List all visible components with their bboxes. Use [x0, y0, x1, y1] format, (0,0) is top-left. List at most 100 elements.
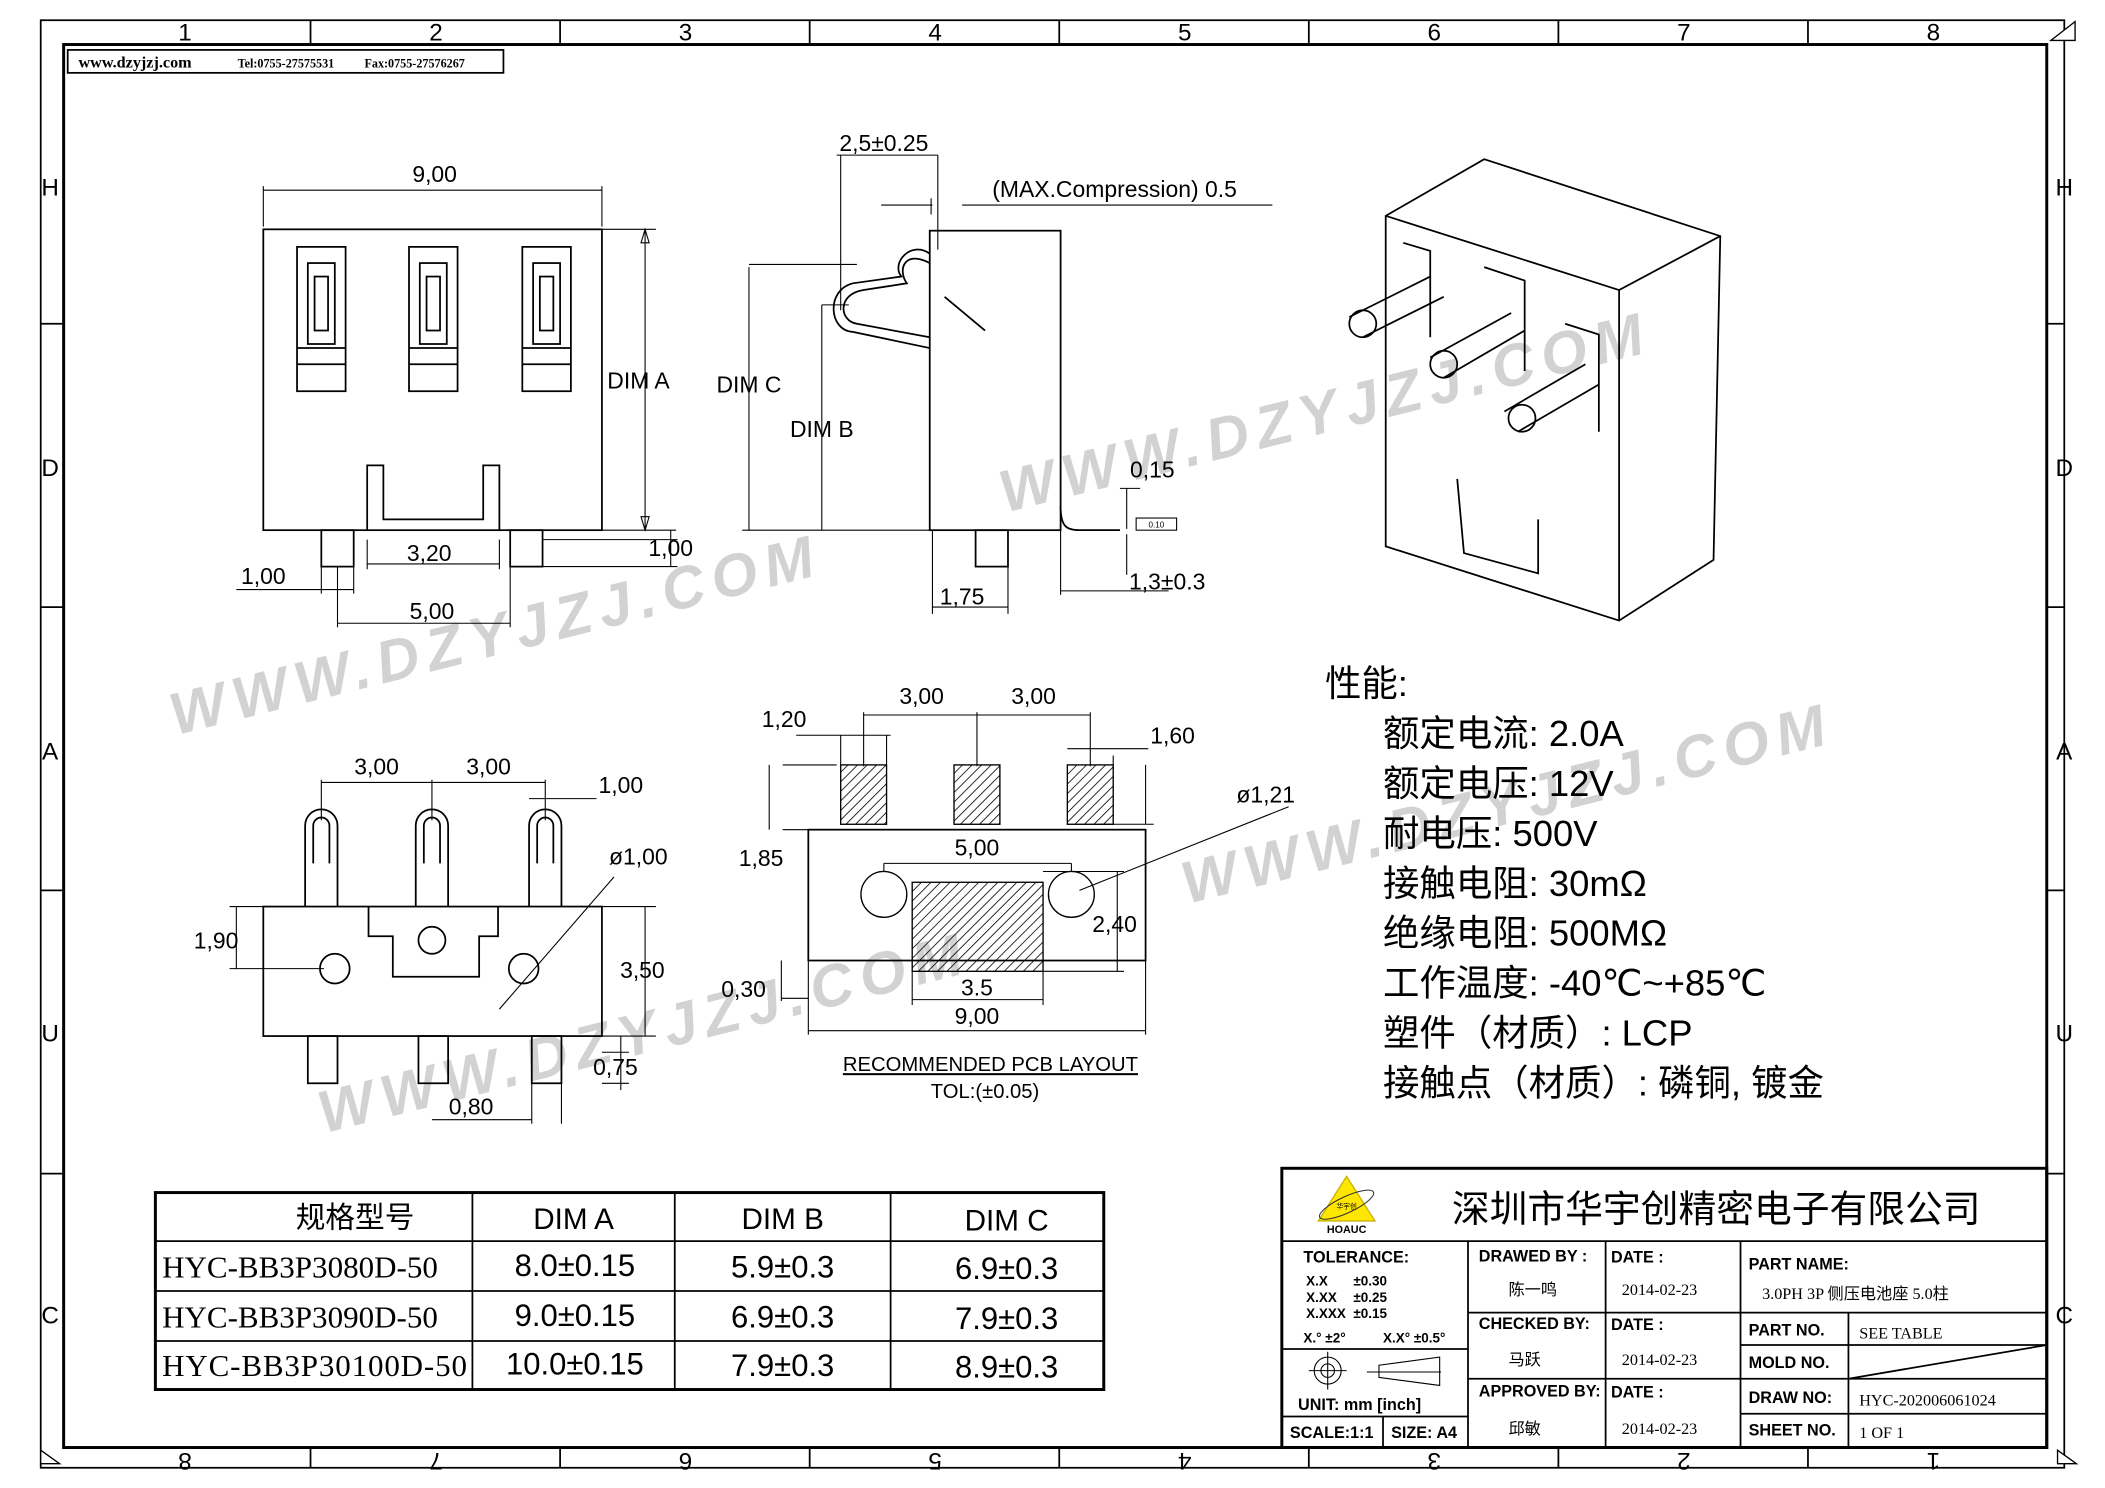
pcb-tolerance: TOL:(±0.05)	[931, 1081, 1039, 1103]
table-header: DIM A	[533, 1203, 614, 1236]
svg-text:2: 2	[429, 19, 442, 46]
svg-text:DATE :: DATE :	[1611, 1384, 1664, 1402]
svg-text:0,15: 0,15	[1130, 457, 1175, 483]
svg-text:1,90: 1,90	[194, 927, 239, 953]
svg-text:SIZE: A4: SIZE: A4	[1391, 1424, 1457, 1442]
tel-text: Tel:0755-27575531	[238, 56, 335, 70]
table-header: DIM B	[741, 1203, 823, 1236]
svg-text:5: 5	[928, 1447, 942, 1474]
svg-text:SCALE:1:1: SCALE:1:1	[1290, 1424, 1374, 1442]
svg-text:X.XXX: X.XXX	[1306, 1306, 1346, 1321]
svg-text:CHECKED BY:: CHECKED BY:	[1479, 1315, 1590, 1333]
svg-text:A: A	[2056, 739, 2073, 766]
svg-text:8: 8	[178, 1447, 192, 1474]
svg-text:3: 3	[1428, 1447, 1442, 1474]
svg-text:DATE :: DATE :	[1611, 1249, 1664, 1267]
svg-text:1,3±0.3: 1,3±0.3	[1129, 569, 1205, 595]
spec-item: 接触电阻: 30mΩ	[1383, 863, 1647, 904]
svg-text:2014-02-23: 2014-02-23	[1622, 1421, 1697, 1438]
svg-text:6: 6	[679, 1447, 693, 1474]
svg-text:陈一鸣: 陈一鸣	[1508, 1281, 1557, 1299]
svg-text:1 OF 1: 1 OF 1	[1859, 1425, 1904, 1442]
pcb-layout: 3,00 3,00 1,20 1,60 ø1,21 5,00 1,85 2,40…	[721, 683, 1295, 1103]
table-cell: HYC-BB3P3090D-50	[162, 1299, 438, 1334]
sheet-frame	[39, 19, 2079, 1469]
svg-text:X.X° ±0.5°: X.X° ±0.5°	[1383, 1330, 1445, 1345]
table-cell: HYC-BB3P30100D-50	[162, 1348, 467, 1383]
svg-text:3,00: 3,00	[466, 753, 511, 779]
svg-text:DRAWED BY :: DRAWED BY :	[1479, 1247, 1587, 1265]
svg-text:3,00: 3,00	[1011, 683, 1056, 709]
svg-text:±0.25: ±0.25	[1353, 1290, 1387, 1305]
svg-text:1: 1	[1927, 1447, 1941, 1474]
svg-text:U: U	[2056, 1020, 2074, 1047]
svg-text:1,20: 1,20	[762, 706, 807, 732]
svg-text:DATE :: DATE :	[1611, 1316, 1664, 1334]
svg-text:3.5: 3.5	[961, 975, 993, 1001]
svg-text:2014-02-23: 2014-02-23	[1622, 1352, 1697, 1369]
svg-text:2,40: 2,40	[1092, 911, 1137, 937]
fax-text: Fax:0755-27576267	[364, 56, 464, 70]
part-name: 3.0PH 3P 侧压电池座 5.0柱	[1762, 1285, 1949, 1303]
svg-text:2: 2	[1677, 1447, 1691, 1474]
svg-text:C: C	[2056, 1302, 2074, 1329]
svg-text:3,50: 3,50	[620, 957, 665, 983]
dim-width: 9,00	[412, 161, 457, 187]
svg-text:邱敏: 邱敏	[1508, 1420, 1540, 1438]
table-cell: 6.9±0.3	[731, 1299, 834, 1334]
svg-text:D: D	[41, 455, 59, 482]
svg-text:华宇创: 华宇创	[1336, 1202, 1356, 1211]
grid-labels: 1 2 3 4 5 6 7 8 H D A U C H D A U C 8 7 …	[41, 19, 2073, 1473]
isometric-view	[1348, 158, 1722, 622]
svg-text:H: H	[41, 175, 59, 202]
spec-item: 绝缘电阻: 500MΩ	[1383, 913, 1667, 954]
svg-text:3,00: 3,00	[899, 683, 944, 709]
svg-text:5,00: 5,00	[410, 598, 455, 624]
svg-text:U: U	[41, 1020, 59, 1047]
svg-text:X.° ±2°: X.° ±2°	[1303, 1330, 1345, 1345]
dim-a-label: DIM A	[607, 368, 670, 394]
spec-item: 接触点（材质）: 磷铜, 镀金	[1383, 1062, 1824, 1103]
pcb-layout-title: RECOMMENDED PCB LAYOUT	[843, 1054, 1138, 1076]
svg-text:5: 5	[1178, 19, 1192, 46]
svg-text:0,80: 0,80	[449, 1093, 494, 1119]
svg-text:ø1,00: ø1,00	[609, 844, 668, 870]
svg-text:TOLERANCE:: TOLERANCE:	[1303, 1249, 1409, 1267]
draw-number: HYC-202006061024	[1859, 1393, 1996, 1410]
svg-text:3: 3	[679, 19, 693, 46]
svg-text:5,00: 5,00	[955, 834, 1000, 860]
spec-item: 耐电压: 500V	[1383, 813, 1598, 854]
svg-text:H: H	[2056, 175, 2074, 202]
svg-text:7: 7	[1677, 19, 1691, 46]
table-cell: HYC-BB3P3080D-50	[162, 1250, 438, 1285]
projection-symbol-icon	[1308, 1351, 1442, 1390]
svg-text:3,20: 3,20	[407, 540, 452, 566]
svg-text:PART NAME:: PART NAME:	[1749, 1255, 1849, 1273]
specifications: 性能: 额定电流: 2.0A 额定电压: 12V 耐电压: 500V 接触电阻:…	[1325, 663, 1824, 1103]
table-cell: 9.0±0.15	[515, 1298, 636, 1333]
svg-text:马跃: 马跃	[1508, 1351, 1540, 1369]
spec-item: 塑件（材质）: LCP	[1383, 1013, 1693, 1054]
svg-text:1,85: 1,85	[739, 845, 784, 871]
svg-text:6: 6	[1428, 19, 1442, 46]
svg-text:0,75: 0,75	[593, 1054, 638, 1080]
title-block: 华宇创 HOAUC 深圳市华宇创精密电子有限公司 TOLERANCE: X.X±…	[1280, 1166, 2049, 1450]
svg-text:WWW.DZYJZJ.COM: WWW.DZYJZJ.COM	[311, 919, 977, 1146]
svg-text:DIM B: DIM B	[790, 416, 854, 442]
spec-item: 额定电压: 12V	[1383, 763, 1614, 804]
specs-title: 性能:	[1325, 663, 1408, 704]
svg-text:3,00: 3,00	[354, 753, 399, 779]
svg-text:2,5±0.25: 2,5±0.25	[839, 130, 928, 156]
svg-text:4: 4	[928, 19, 942, 46]
svg-text:HOAUC: HOAUC	[1327, 1224, 1367, 1236]
table-header: 规格型号	[296, 1202, 415, 1235]
table-cell: 8.0±0.15	[515, 1248, 636, 1283]
svg-text:1: 1	[178, 19, 192, 46]
svg-text:ø1,21: ø1,21	[1236, 782, 1295, 808]
website-text: www.dzyjzj.com	[78, 54, 192, 71]
svg-text:DRAW NO:: DRAW NO:	[1749, 1389, 1833, 1407]
svg-text:MOLD NO.: MOLD NO.	[1749, 1354, 1830, 1372]
svg-text:1,75: 1,75	[940, 583, 985, 609]
front-view: 9,00 DIM A 1,00 3,20 1,00 5,00	[236, 161, 693, 628]
table-cell: 6.9±0.3	[955, 1251, 1058, 1286]
